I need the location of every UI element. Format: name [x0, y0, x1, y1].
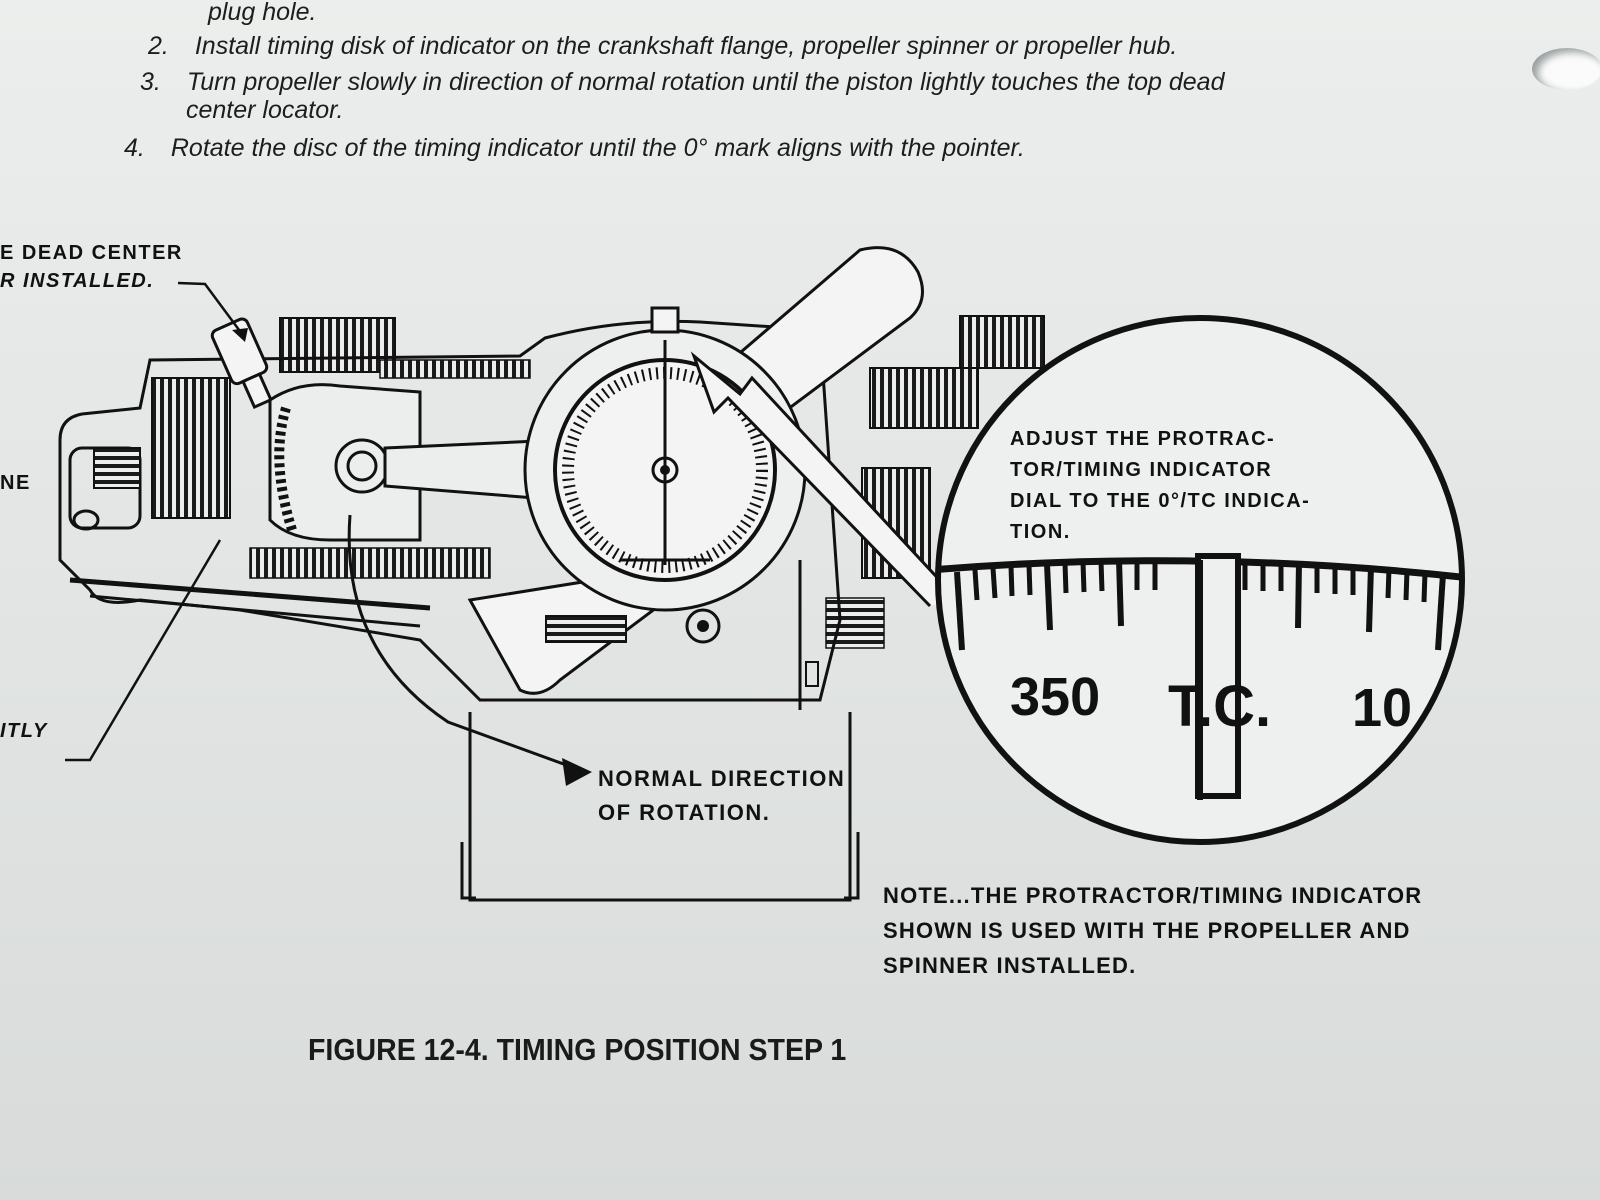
dial-label-tc: T.C. [1168, 674, 1271, 739]
step-4-text: Rotate the disc of the timing indicator … [170, 134, 1025, 162]
cylinder-fins-top [279, 317, 396, 373]
cylinder-fins-left [151, 377, 231, 519]
tdc-locator [210, 317, 273, 410]
tdc-callout-line2: R INSTALLED. [0, 270, 155, 292]
step-3-continued: center locator. [186, 96, 344, 124]
step-2-number: 2. [148, 32, 169, 60]
tdc-callout-line1: E DEAD CENTER [0, 242, 183, 264]
step-4-number: 4. [124, 134, 145, 162]
lightly-leader-line [65, 539, 222, 762]
lightly-callout-fragment: ITLY [0, 720, 48, 742]
step-2: 2. Install timing disk of indicator on th… [148, 32, 1177, 61]
dial-label-350: 350 [1010, 667, 1100, 727]
note-line: SHOWN IS USED WITH THE PROPELLER AND [883, 918, 1411, 943]
engine-base [468, 712, 852, 902]
rotation-callout-line1: NORMAL DIRECTION [598, 766, 846, 791]
adjust-callout-line: ADJUST THE PROTRAC- [1010, 428, 1276, 450]
rotation-callout: NORMAL DIRECTION OF ROTATION. [598, 762, 845, 830]
adjust-callout-line: TION. [1010, 521, 1071, 543]
step-3: 3. Turn propeller slowly in direction of … [140, 68, 1224, 97]
dial-major-ticks [954, 559, 1446, 651]
tdc-leader-line [177, 281, 247, 339]
note-line: SPINNER INSTALLED. [883, 953, 1137, 978]
binder-hole [1532, 48, 1600, 90]
adjust-callout-line: TOR/TIMING INDICATOR [1010, 459, 1273, 481]
engine-housing [58, 319, 842, 702]
step-4: 4. Rotate the disc of the timing indicato… [124, 134, 1025, 163]
note-block: NOTE...THE PROTRACTOR/TIMING INDICATOR S… [883, 878, 1422, 983]
adjust-callout: ADJUST THE PROTRAC- TOR/TIMING INDICATOR… [1010, 424, 1310, 548]
step-3-text: Turn propeller slowly in direction of no… [186, 68, 1225, 96]
note-line: NOTE...THE PROTRACTOR/TIMING INDICATOR [883, 883, 1423, 908]
rotation-callout-line2: OF ROTATION. [598, 800, 771, 825]
left-callout-fragment: NE [0, 472, 31, 494]
step-3-number: 3. [140, 68, 161, 96]
zoom-arrow [690, 351, 960, 608]
dial-label-10: 10 [1352, 678, 1412, 738]
adjust-callout-line: DIAL TO THE 0°/TC INDICA- [1010, 490, 1311, 512]
rotation-arrow [347, 514, 581, 772]
step-1-fragment: plug hole. [208, 0, 317, 26]
step-2-text: Install timing disk of indicator on the … [194, 32, 1178, 60]
dial-minor-ticks [972, 560, 1428, 603]
crankcase-fins [869, 367, 979, 429]
figure-caption: FIGURE 12-4. TIMING POSITION STEP 1 [308, 1032, 847, 1067]
